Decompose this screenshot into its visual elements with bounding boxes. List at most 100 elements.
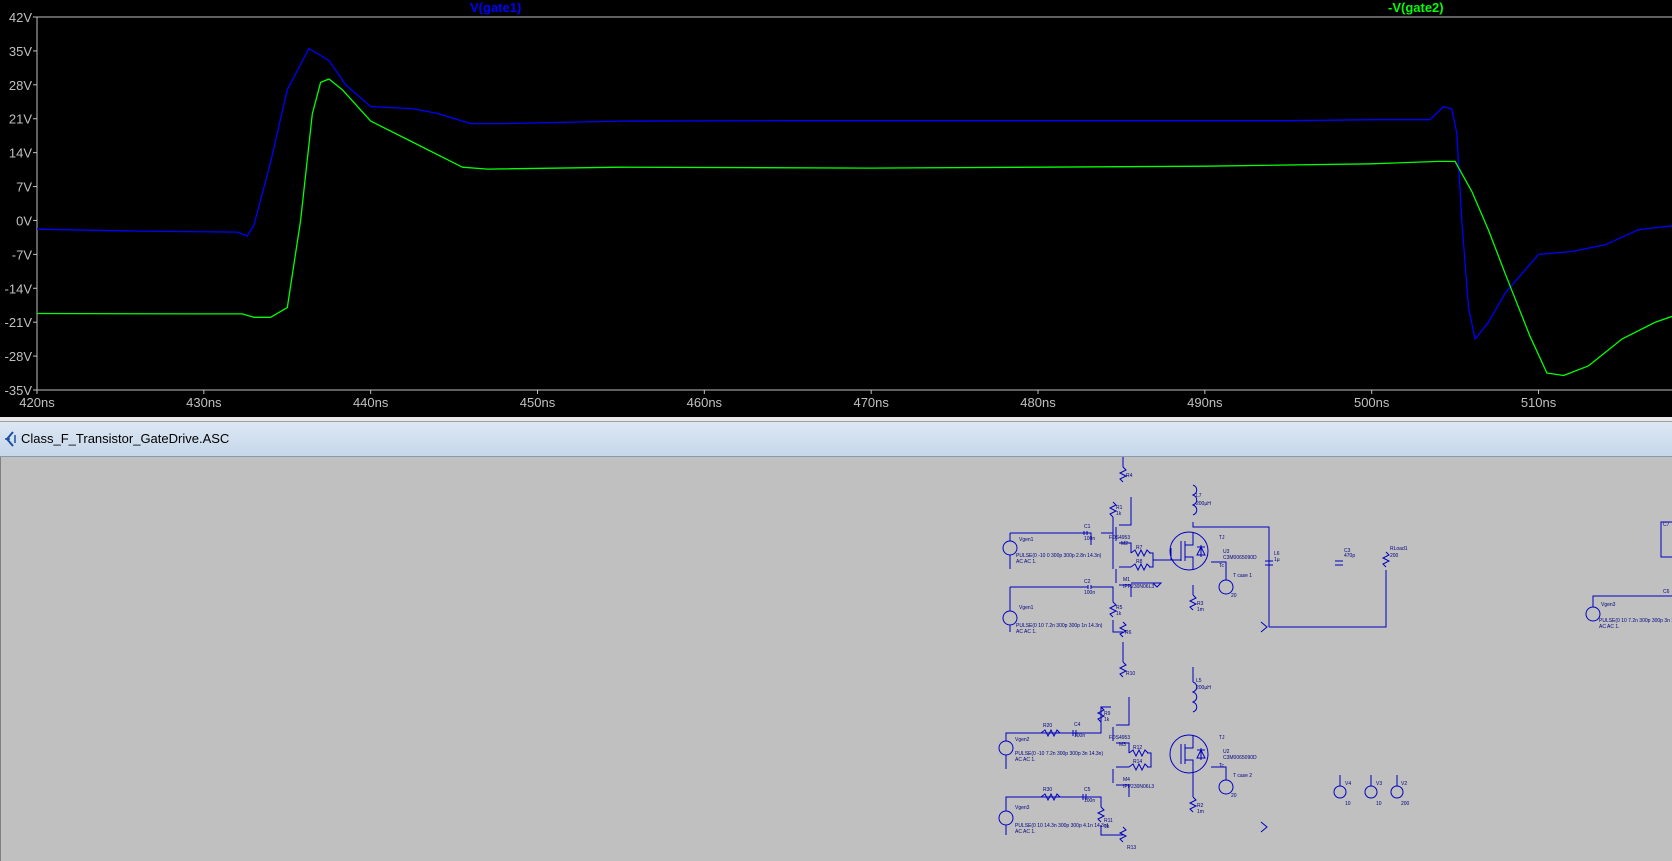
tcase2-source[interactable] — [1211, 766, 1234, 795]
trace-label-vgate1[interactable]: V(gate1) — [470, 0, 522, 15]
tcase1-source[interactable] — [1211, 561, 1234, 595]
y-tick-label: 0V — [16, 213, 32, 228]
m2-transistor[interactable] — [1115, 497, 1132, 553]
r1-resistor — [1108, 501, 1118, 518]
y-tick-label: -35V — [5, 383, 33, 398]
schematic-label: 1m — [1197, 809, 1204, 815]
schematic-label: 1k — [1116, 511, 1122, 517]
vgen1-source[interactable] — [1002, 533, 1018, 569]
schematic-label: V2 — [1401, 781, 1407, 787]
schematic-label: M3 — [1119, 742, 1126, 748]
schematic-label: AC AC 1. — [1015, 829, 1036, 835]
vgen3-source[interactable] — [998, 796, 1086, 835]
l7-inductor — [1191, 484, 1198, 516]
schematic-label: Vgen1 — [1019, 605, 1034, 611]
schematic-label: V4 — [1345, 781, 1351, 787]
schematic-label: C3M0065090D — [1223, 755, 1257, 761]
x-tick-label: 440ns — [353, 395, 389, 410]
r3-resistor — [1188, 594, 1198, 611]
x-tick-label: 470ns — [853, 395, 889, 410]
schematic-label: Vgen1 — [1019, 537, 1034, 543]
schematic-label: R9 — [1104, 711, 1111, 717]
schematic-label: R20 — [1043, 723, 1052, 729]
schematic-label: FDS4953 — [1109, 535, 1130, 541]
x-tick-label: 500ns — [1354, 395, 1390, 410]
schematic-label: PULSE(0 10 7.2n 300p 300p 3n 14.3n) — [1599, 618, 1672, 624]
schematic-label: R14 — [1133, 759, 1142, 765]
y-tick-label: 28V — [9, 78, 32, 93]
schematic-label: 20 — [1231, 793, 1237, 799]
schematic-title-bar[interactable]: Class_F_Transistor_GateDrive.ASC — [0, 422, 1672, 457]
waveform-chart[interactable]: 42V35V28V21V14V7V0V-7V-14V-21V-28V-35V42… — [0, 0, 1672, 417]
schematic-label: Vgen3 — [1015, 805, 1030, 811]
schematic-label: FDS4953 — [1109, 735, 1130, 741]
y-tick-label: 21V — [9, 112, 32, 127]
schematic-label: U3 — [1223, 549, 1230, 555]
schematic-label: M1 — [1123, 577, 1130, 583]
m1-transistor[interactable] — [1115, 566, 1132, 597]
schematic-label: PULSE(0 10 7.2n 300p 300p 1n 14.3n) — [1016, 623, 1103, 629]
schematic-label: 20 — [1231, 593, 1237, 599]
schematic-label: R7 — [1136, 545, 1143, 551]
schematic-filename: Class_F_Transistor_GateDrive.ASC — [21, 431, 230, 446]
u2-mosfet[interactable] — [1169, 734, 1209, 774]
v3-source[interactable] — [1364, 775, 1378, 799]
r14-resistor — [1128, 762, 1149, 772]
schematic-label: 100n — [1074, 733, 1085, 739]
plot-frame — [36, 16, 1672, 391]
schematic-label: R1 — [1116, 505, 1123, 511]
schematic-label: R11 — [1104, 818, 1113, 824]
schematic-label: RLoad1 — [1390, 546, 1408, 552]
schematic-label: TJ — [1219, 735, 1225, 741]
x-tick-label: 460ns — [687, 395, 723, 410]
rload1-resistor — [1381, 551, 1391, 568]
m3-transistor[interactable] — [1112, 697, 1130, 753]
y-tick-label: 35V — [9, 44, 32, 59]
schematic-label: R12 — [1133, 745, 1142, 751]
schematic-label: R10 — [1126, 671, 1135, 677]
v4-source[interactable] — [1333, 775, 1347, 799]
schematic-label: 470p — [1344, 553, 1355, 559]
schematic-label: 1k — [1104, 717, 1110, 723]
schematic-label: 200 — [1390, 553, 1399, 559]
u3-mosfet[interactable] — [1169, 531, 1209, 571]
schematic-label: 1µ — [1274, 557, 1280, 563]
schematic-label: M4 — [1123, 777, 1130, 783]
y-tick-label: -28V — [5, 349, 33, 364]
schematic-label: R5 — [1116, 605, 1123, 611]
schematic-label: 200µH — [1196, 685, 1211, 691]
schematic-label: 1k — [1104, 824, 1110, 830]
m4-transistor[interactable] — [1112, 766, 1130, 797]
trace-label-vgate2[interactable]: -V(gate2) — [1388, 0, 1444, 15]
schematic-label: IPP230N06L3 — [1123, 584, 1154, 590]
schematic-label: TJ — [1219, 535, 1225, 541]
vgen3-right-source[interactable] — [1585, 595, 1672, 622]
schematic-label: 1k — [1116, 611, 1122, 617]
v2-source[interactable] — [1390, 775, 1404, 799]
schematic-label: R2 — [1197, 803, 1204, 809]
schematic-label: C6 — [1663, 589, 1670, 595]
schematic-label: AC AC 1. — [1599, 624, 1620, 630]
x-tick-label: 510ns — [1521, 395, 1557, 410]
schematic-label: C7 — [1663, 522, 1670, 528]
schematic-label: R8 — [1136, 559, 1143, 565]
y-tick-label: -14V — [5, 281, 33, 296]
series-line-vgate2 — [36, 78, 1672, 377]
schematic-label: R30 — [1043, 787, 1052, 793]
schematic-label: C2 — [1084, 579, 1091, 585]
schematic-label: PULSE(0 -10 0 300p 300p 2.8n 14.3n) — [1016, 553, 1102, 559]
schematic-label: 100n — [1084, 536, 1095, 542]
schematic-label: 200 — [1401, 801, 1410, 807]
vgen1b-source[interactable] — [1002, 587, 1018, 632]
pane-splitter[interactable] — [0, 417, 1672, 422]
x-tick-label: 430ns — [186, 395, 222, 410]
schematic-label: T case 2 — [1233, 773, 1252, 779]
schematic-label: R6 — [1125, 630, 1132, 636]
schematic-label: Tc — [1219, 563, 1225, 569]
x-tick-label: 420ns — [19, 395, 55, 410]
schematic-label: 100n — [1084, 798, 1095, 804]
